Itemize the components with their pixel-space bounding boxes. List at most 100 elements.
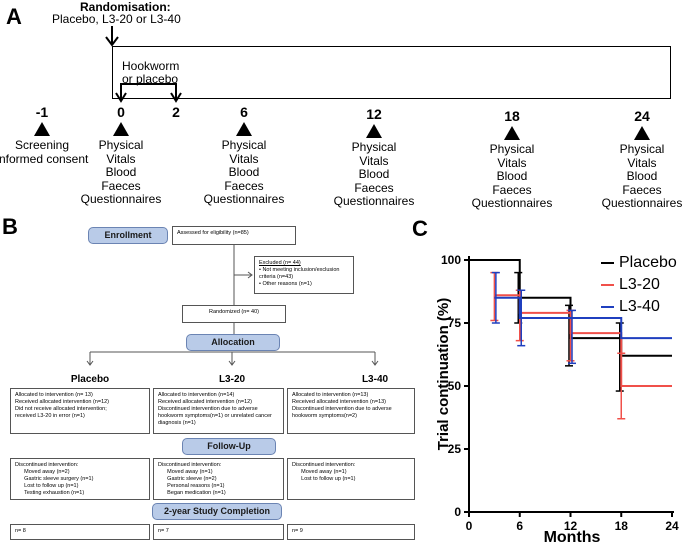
excluded-title: Excluded (n= 44): [259, 260, 301, 266]
follow-up-label: Follow-Up: [182, 438, 276, 455]
panel-a-label: A: [6, 4, 22, 29]
timepoint-marker: [34, 122, 50, 136]
timepoint-item: Vitals: [106, 151, 136, 166]
timeline-arrows: [105, 26, 182, 103]
timepoint-item: Faeces: [101, 178, 141, 193]
timepoint-item: Screening: [14, 138, 70, 152]
timepoint-items: Physical Vitals Blood Faeces Questionnai…: [471, 142, 553, 211]
followup-line: Lost to follow up (n=1): [15, 483, 79, 489]
x-axis-label: Months: [544, 529, 601, 546]
allocation-line: hookworm symptoms(n=1) or unrelated canc…: [158, 413, 272, 419]
timepoint-item: Blood: [228, 165, 260, 179]
enrollment-label: Enrollment: [88, 227, 168, 244]
timepoint-item: Informed consent: [0, 151, 89, 166]
hookworm-bracket: [120, 83, 177, 100]
allocation-line: Received allocated intervention (n=12): [158, 399, 253, 405]
allocation-label: Allocation: [186, 334, 280, 351]
hookworm-arrowhead-left: [115, 92, 127, 103]
timepoint-item: Vitals: [627, 155, 657, 170]
followup-line: Personal reasons (n=1): [158, 483, 225, 489]
timepoint-item: Questionnaires: [333, 194, 415, 208]
randomisation-subtitle: Placebo, L3-20 or L3-40: [52, 12, 181, 26]
allocation-line: Allocated to intervention (n= 13): [15, 392, 93, 398]
timepoint-item: Faeces: [354, 180, 394, 195]
timepoint-item: Questionnaires: [203, 192, 285, 206]
followup-box-l3-40: Discontinued intervention: Moved away (n…: [287, 458, 415, 500]
timepoint-label: 0: [117, 104, 125, 120]
timepoint-item: Vitals: [359, 153, 389, 168]
timepoint-items: Physical Vitals Blood Faeces Questionnai…: [601, 142, 683, 211]
allocation-line: Did not receive allocated intervention;: [15, 406, 107, 412]
completion-box-l3-20: n= 7: [153, 524, 284, 540]
y-tick-label: 75: [448, 316, 462, 330]
x-tick-label: 18: [615, 519, 629, 533]
timepoint-item: Blood: [358, 167, 390, 181]
timepoint-item: Vitals: [497, 155, 527, 170]
y-axis-label: Trial continuation (%): [435, 298, 452, 451]
allocation-line: Allocated to intervention (n=14): [158, 392, 235, 398]
timepoint-item: Physical: [489, 142, 535, 156]
timepoint-item: Questionnaires: [80, 192, 162, 206]
followup-box-l3-20: Discontinued intervention: Moved away (n…: [153, 458, 284, 500]
timepoint-item: Blood: [105, 165, 137, 179]
y-tick-label: 25: [448, 442, 462, 456]
x-tick-label: 6: [516, 519, 523, 533]
allocation-box-l3-40: Allocated to intervention (n=13) Receive…: [287, 388, 415, 434]
y-tick-label: 100: [441, 253, 461, 267]
followup-line: Lost to follow up (n=1): [292, 476, 356, 482]
completion-box-l3-40: n= 9: [287, 524, 415, 540]
followup-line: Discontinued intervention:: [158, 462, 222, 468]
excluded-item: criteria (n=43): [259, 274, 294, 280]
timepoint-item: Physical: [351, 140, 397, 154]
followup-line: Gastric sleeve (n=2): [158, 476, 217, 482]
followup-line: Moved away (n=2): [15, 469, 70, 475]
y-tick-label: 0: [454, 505, 461, 519]
allocation-box-placebo: Allocated to intervention (n= 13) Receiv…: [10, 388, 150, 434]
panel-c-label: C: [412, 216, 428, 241]
panel-b-label: B: [2, 214, 18, 239]
timepoint-item: Physical: [221, 138, 267, 152]
timepoint-marker: [634, 126, 650, 140]
allocation-line: Discontinued intervention due to adverse: [158, 406, 258, 412]
followup-line: Discontinued intervention:: [15, 462, 79, 468]
allocation-line: Allocated to intervention (n=13): [292, 392, 369, 398]
timepoint-item: Questionnaires: [601, 196, 683, 210]
allocation-line: received L3-20 in error (n=1): [15, 413, 85, 419]
followup-line: Discontinued intervention:: [292, 462, 356, 468]
legend-label-l3-40: L3-40: [619, 298, 660, 315]
arm-title-l3-20: L3-20: [218, 374, 246, 385]
timepoint-marker: [113, 122, 129, 136]
randomisation-title: Randomisation:: [80, 0, 171, 14]
timepoint-item: Questionnaires: [471, 196, 553, 210]
y-tick-label: 50: [448, 379, 462, 393]
allocation-line: Received allocated intervention (n=13): [292, 399, 387, 405]
randomized-box: Randomized (n= 40): [182, 305, 286, 323]
timepoint-item: Faeces: [224, 178, 264, 193]
arm-title-placebo: Placebo: [70, 374, 110, 385]
followup-line: Moved away (n=1): [158, 469, 213, 475]
timepoint-marker: [236, 122, 252, 136]
hookworm-arrowhead-right: [170, 92, 182, 103]
timepoint-label: 6: [240, 104, 248, 120]
arm-title-l3-40: L3-40: [361, 374, 389, 385]
timepoint-item: Physical: [98, 138, 144, 152]
legend-label-l3-20: L3-20: [619, 276, 660, 293]
excluded-box: Excluded (n= 44) • Not meeting inclusion…: [254, 256, 354, 294]
series-line-l3-40: [494, 296, 672, 340]
timepoint-items: Screening Informed consent: [0, 138, 89, 166]
followup-line: Began medication (n=1): [158, 490, 226, 496]
followup-line: Moved away (n=1): [292, 469, 347, 475]
timepoint-item: Faeces: [622, 182, 662, 197]
timepoint-label: 12: [366, 106, 382, 122]
timepoint-marker: [366, 124, 382, 138]
legend-label-placebo: Placebo: [619, 254, 677, 271]
hookworm-label-line1: Hookworm: [122, 59, 180, 73]
timepoint-label: 24: [634, 108, 650, 124]
excluded-item: • Other reasons (n=1): [259, 281, 312, 287]
timepoint-item: Blood: [626, 169, 658, 183]
consort-connectors: [86, 244, 379, 366]
completion-label: 2-year Study Completion: [152, 503, 282, 520]
timepoint-items: Physical Vitals Blood Faeces Questionnai…: [80, 138, 162, 207]
followup-line: Testing exhaustion (n=1): [15, 490, 85, 496]
